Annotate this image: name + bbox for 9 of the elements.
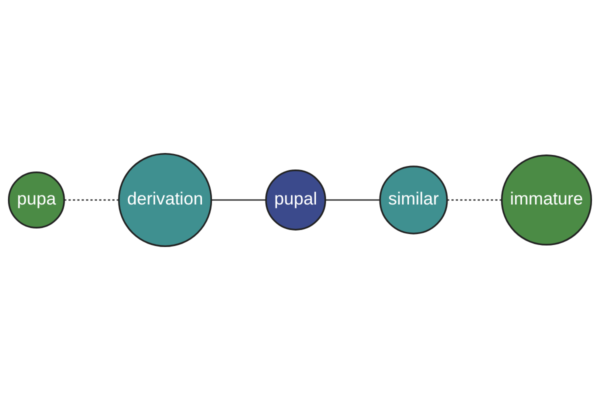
circle-node: derivation xyxy=(118,153,212,247)
circle-node: pupal xyxy=(265,170,326,230)
connector-line xyxy=(325,199,380,201)
circle-node: similar xyxy=(379,166,448,234)
circle-node: immature xyxy=(501,154,592,246)
circle-node: pupa xyxy=(8,171,65,229)
dashed-line xyxy=(447,199,502,201)
dashed-line xyxy=(64,199,119,201)
connector-line xyxy=(211,199,266,201)
